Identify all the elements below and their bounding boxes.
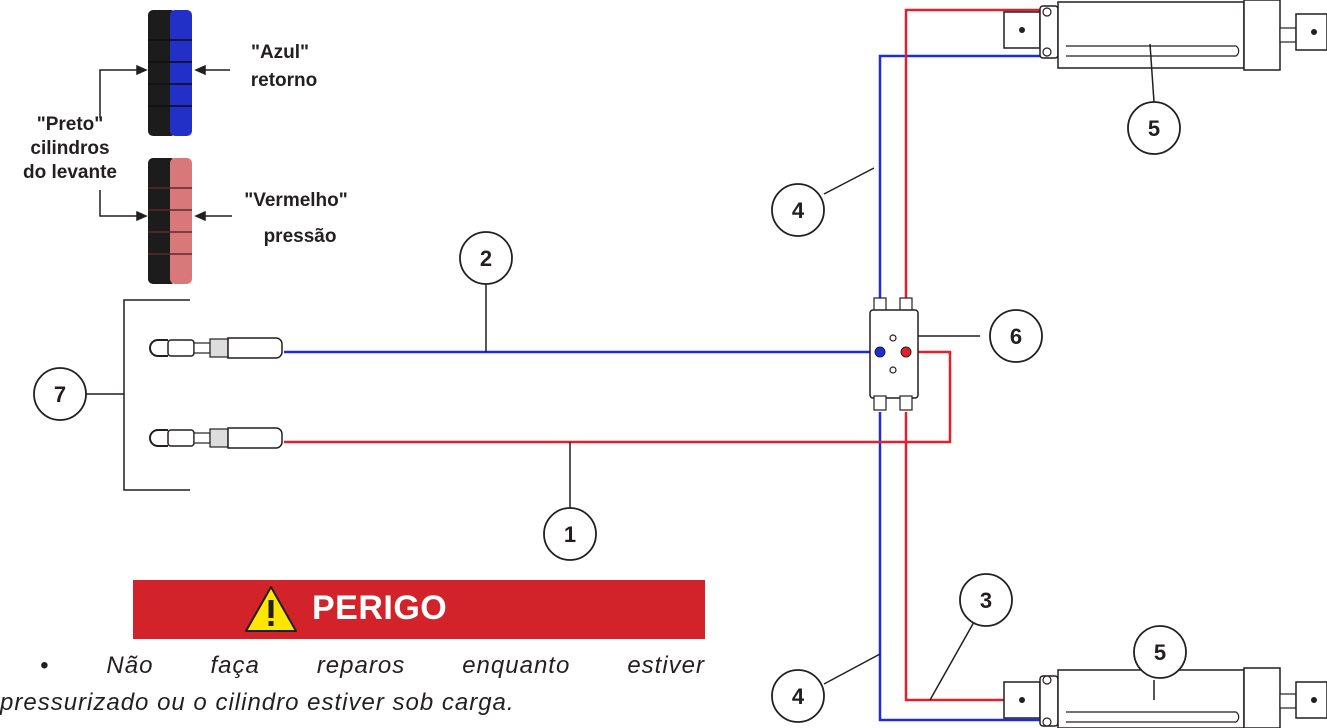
leader-lines [485, 43, 1155, 701]
red-hose-line [284, 8, 1040, 702]
red-black-handle [148, 158, 192, 284]
svg-text:7: 7 [54, 382, 66, 407]
levante-label: do levante [23, 162, 117, 183]
warning-text-line1: • Não faça reparos enquanto estiver [40, 652, 705, 679]
preto-label: "Preto" [37, 114, 104, 135]
pressao-label: pressão [264, 226, 337, 247]
warning-banner [133, 580, 705, 639]
warning-triangle-icon [245, 586, 297, 632]
svg-text:5: 5 [1148, 116, 1160, 141]
blue-hose-line [284, 54, 1050, 722]
callout-2: 2 [459, 231, 513, 285]
svg-text:4: 4 [792, 198, 805, 223]
callout-5-bottom: 5 [1133, 625, 1187, 679]
vermelho-label: "Vermelho" [244, 190, 348, 211]
callout-6: 6 [989, 309, 1043, 363]
warning-title: PERIGO [312, 589, 448, 627]
svg-text:1: 1 [564, 522, 576, 547]
coupler-bottom [149, 427, 283, 449]
svg-text:6: 6 [1010, 324, 1022, 349]
hose-bracket [86, 299, 190, 491]
callout-4-top: 4 [771, 183, 825, 237]
callout-4-bottom: 4 [771, 669, 825, 723]
callout-1: 1 [543, 507, 597, 561]
svg-text:3: 3 [980, 588, 992, 613]
retorno-label: retorno [251, 70, 318, 91]
valve-block [869, 297, 919, 411]
legend-arrows [99, 64, 232, 222]
callout-3: 3 [959, 573, 1013, 627]
callout-7: 7 [33, 367, 87, 421]
svg-text:5: 5 [1154, 640, 1166, 665]
cylinder-top [1003, 0, 1327, 71]
warning-text-line2: pressurizado ou o cilindro estiver sob c… [0, 689, 515, 716]
azul-label: "Azul" [251, 42, 309, 63]
callout-5-top: 5 [1127, 101, 1181, 155]
blue-black-handle [148, 10, 192, 136]
svg-text:2: 2 [480, 246, 492, 271]
svg-text:4: 4 [792, 684, 805, 709]
coupler-top [149, 337, 283, 359]
cylinder-bottom [1003, 667, 1327, 728]
cilindros-label: cilindros [30, 138, 109, 159]
